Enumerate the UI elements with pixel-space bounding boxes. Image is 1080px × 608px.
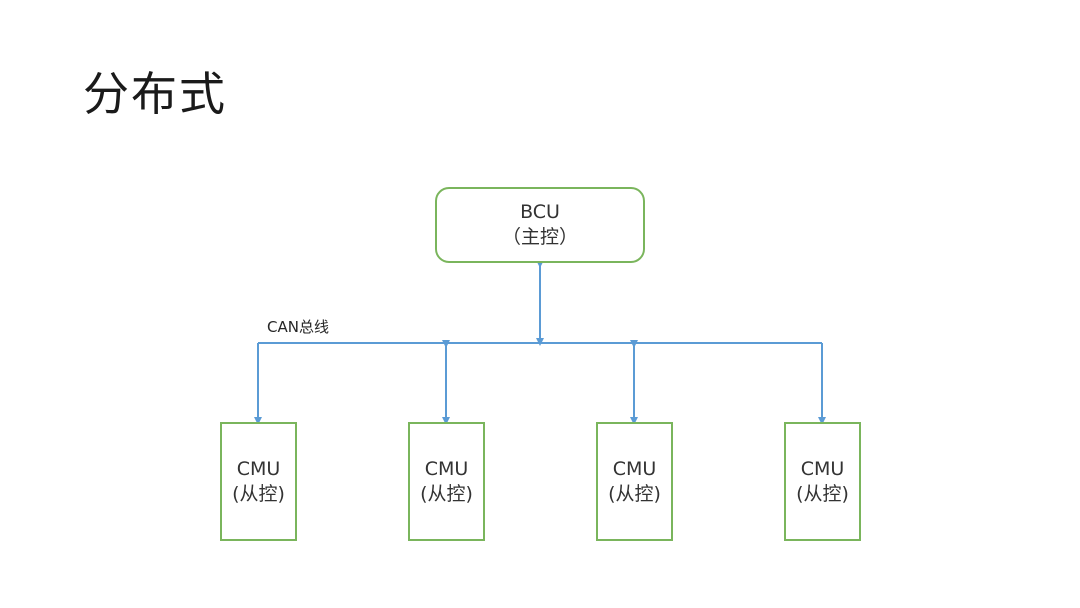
slide-title: 分布式 <box>83 67 227 121</box>
cmu-name: CMU <box>236 457 281 480</box>
cmu-role: (从控) <box>232 482 285 505</box>
cmu-slave-box-2: CMU (从控) <box>408 422 485 541</box>
cmu-name: CMU <box>800 457 845 480</box>
cmu-name: CMU <box>424 457 469 480</box>
cmu-role: (从控) <box>420 482 473 505</box>
bcu-name: BCU <box>520 201 560 223</box>
bcu-role: （主控） <box>501 226 578 248</box>
cmu-slave-box-4: CMU (从控) <box>784 422 861 541</box>
cmu-slave-box-1: CMU (从控) <box>220 422 297 541</box>
cmu-slave-box-3: CMU (从控) <box>596 422 673 541</box>
bcu-master-box: BCU （主控） <box>435 187 645 263</box>
cmu-role: (从控) <box>796 482 849 505</box>
cmu-role: (从控) <box>608 482 661 505</box>
can-bus-label: CAN总线 <box>267 318 329 336</box>
cmu-name: CMU <box>612 457 657 480</box>
